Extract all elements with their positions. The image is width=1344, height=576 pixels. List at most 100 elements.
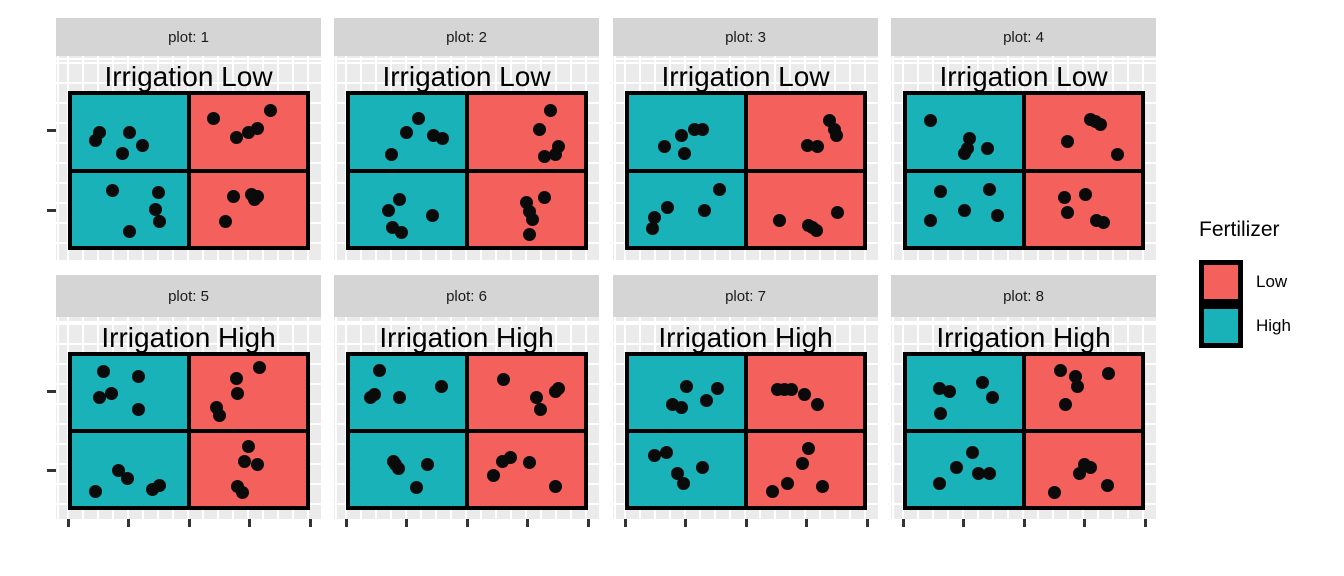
sample-point	[149, 203, 163, 217]
sample-point	[153, 478, 167, 492]
sample-point	[680, 380, 694, 394]
sample-point	[218, 214, 232, 228]
y-axis-tick	[47, 390, 56, 393]
facet-strip-label: plot: 8	[1003, 287, 1044, 305]
x-axis-tick	[465, 519, 469, 527]
sample-point	[241, 440, 255, 454]
irrigation-annotation: Irrigation Low	[104, 61, 273, 92]
sample-point	[695, 122, 709, 136]
subplot-tr-low-fertilizer	[469, 95, 584, 169]
sample-point	[116, 146, 130, 160]
facet-strip-label: plot: 1	[168, 28, 209, 46]
sample-point	[123, 225, 137, 239]
sample-point	[392, 391, 406, 405]
sample-point	[213, 408, 227, 422]
sample-point	[933, 476, 947, 490]
x-axis-tick	[344, 519, 348, 527]
sample-point	[241, 125, 255, 139]
sample-point	[802, 441, 816, 455]
sample-point	[797, 388, 811, 402]
irrigation-annotation: Irrigation High	[101, 322, 276, 353]
sample-point	[1053, 363, 1067, 377]
facet-strip-label: plot: 4	[1003, 28, 1044, 46]
sample-point	[523, 227, 537, 241]
x-axis-tick	[623, 519, 627, 527]
sample-point	[392, 192, 406, 206]
sample-point	[976, 375, 990, 389]
facet-panel: Irrigation Low	[891, 56, 1156, 260]
sample-point	[549, 148, 563, 162]
sample-point	[1057, 191, 1071, 205]
sample-point	[810, 140, 824, 154]
sample-point	[810, 398, 824, 412]
plot-rectangle	[68, 352, 310, 510]
sample-point	[1097, 215, 1111, 229]
sample-point	[982, 182, 996, 196]
x-axis-tick	[962, 519, 965, 527]
legend-item-high: High	[1199, 304, 1291, 348]
sample-point	[487, 468, 501, 482]
sample-point	[1061, 206, 1075, 220]
sample-point	[551, 381, 565, 395]
sample-point	[537, 149, 551, 163]
irrigation-annotation: Irrigation High	[936, 322, 1111, 353]
subplot-bl-high-fertilizer	[350, 433, 465, 506]
sample-point	[943, 385, 957, 398]
sample-point	[120, 471, 134, 485]
legend-item-low: Low	[1199, 260, 1291, 304]
legend-swatch-low	[1199, 260, 1243, 304]
sample-point	[1102, 366, 1116, 380]
sample-point	[961, 141, 975, 155]
sample-point	[105, 183, 119, 197]
sample-point	[1068, 370, 1082, 384]
y-axis-tick	[47, 208, 56, 212]
sample-point	[658, 140, 672, 154]
sample-point	[389, 458, 403, 472]
y-axis-tick	[47, 129, 56, 133]
x-axis-tick	[805, 519, 808, 527]
facet-strip-label: plot: 5	[168, 287, 209, 305]
sample-point	[1070, 380, 1084, 394]
sample-point	[800, 138, 814, 152]
sample-point	[1088, 114, 1102, 128]
irrigation-annotation: Irrigation High	[658, 322, 833, 353]
sample-point	[1061, 135, 1075, 149]
subplot-bl-high-fertilizer	[629, 172, 744, 246]
sample-point	[497, 373, 511, 387]
irrigation-annotation: Irrigation Low	[939, 61, 1108, 92]
sample-point	[96, 365, 110, 379]
sample-point	[88, 485, 102, 499]
sample-point	[238, 455, 252, 469]
subplot-tr-low-fertilizer	[191, 356, 306, 429]
sample-point	[400, 125, 413, 139]
legend-swatch-high	[1199, 304, 1243, 348]
facet-strip: plot: 7	[613, 275, 878, 317]
subplot-br-low-fertilizer	[469, 433, 584, 506]
sample-point	[986, 391, 1000, 405]
sample-point	[924, 214, 938, 228]
legend: Fertilizer Low High	[1199, 218, 1291, 348]
sample-point	[381, 203, 395, 217]
facet-panel: Irrigation High	[613, 317, 878, 519]
sample-point	[1058, 398, 1072, 412]
x-axis-tick	[308, 519, 312, 527]
plot-rectangle	[625, 352, 867, 510]
x-axis-tick	[248, 519, 251, 527]
sample-point	[990, 209, 1004, 223]
facet-strip: plot: 4	[891, 18, 1156, 56]
sample-point	[772, 214, 786, 228]
sample-point	[385, 148, 399, 162]
plot-rectangle	[346, 352, 588, 510]
sample-point	[230, 386, 244, 400]
sample-point	[661, 201, 675, 215]
sample-point	[785, 382, 799, 396]
sample-point	[230, 130, 244, 144]
sample-point	[247, 192, 261, 206]
sample-point	[795, 456, 809, 470]
sample-point	[949, 460, 963, 474]
sample-point	[646, 221, 660, 235]
x-axis-tick	[684, 519, 687, 527]
sample-point	[206, 111, 220, 125]
sample-point	[93, 391, 107, 405]
